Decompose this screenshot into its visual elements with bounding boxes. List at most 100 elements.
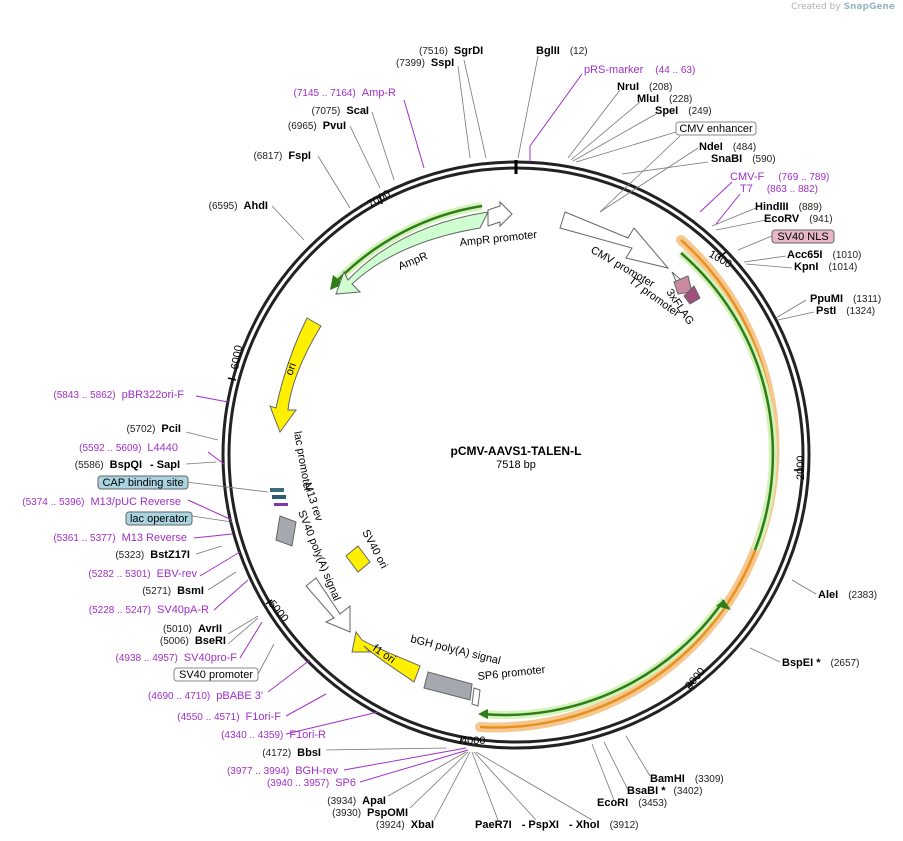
site-ecori[interactable]: EcoRI(3453) [597,797,667,809]
svg-text:EcoRI(3453): EcoRI(3453) [597,797,667,809]
site-bsmi[interactable]: (5271)BsmI [142,585,204,597]
svg-text:NruI(208): NruI(208) [617,81,672,93]
primer-ebv-rev[interactable]: (5282 .. 5301)EBV-rev [88,568,197,580]
primer-f1ori-f[interactable]: (4550 .. 4571)F1ori-F [177,711,281,723]
site-apai[interactable]: (3934)ApaI [327,795,386,807]
sv40-polya-box [275,515,297,547]
sv40-promoter-arrow [305,577,351,633]
snapgene-credit: Created by SnapGene [791,2,895,12]
site-alei[interactable]: AleI(2383) [818,589,877,601]
site-ecorv[interactable]: EcoRV(941) [764,213,833,225]
sp6-promoter-arrow [471,687,481,707]
primer-connectors [187,73,741,783]
site-pcii[interactable]: (5702)PciI [127,423,181,435]
site-bamhi[interactable]: BamHI(3309) [650,773,724,785]
svg-text:(5323)BstZ17I: (5323)BstZ17I [115,549,190,561]
label-sv40-promoter[interactable]: SV40 promoter [173,667,259,682]
site-bseri[interactable]: (5006)BseRI [160,635,226,647]
svg-text:HindIII(889): HindIII(889) [755,201,822,213]
site-ndei[interactable]: NdeI(484) [699,141,756,153]
primer-amp-r[interactable]: (7145 .. 7164)Amp-R [294,87,397,99]
site-pspomi[interactable]: (3930)PspOMI [332,807,408,819]
svg-text:lac operator: lac operator [130,513,188,525]
site-bspqi-sapi[interactable]: (5586)BspQI- SapI [75,459,180,471]
site-bstz17i[interactable]: (5323)BstZ17I [115,549,190,561]
svg-text:PaeR7I- PspXI- XhoI(3912): PaeR7I- PspXI- XhoI(3912) [475,819,638,831]
site-spei[interactable]: SpeI(249) [655,105,712,117]
svg-text:PstI(1324): PstI(1324) [816,305,875,317]
site-kpni[interactable]: KpnI(1014) [794,261,857,273]
plasmid-length: 7518 bp [496,459,536,471]
site-fspi[interactable]: (6817)FspI [253,150,311,162]
primer-t7[interactable]: T7(863 .. 882) [740,183,818,195]
cmv-promoter-arrow [559,211,670,269]
primer-cmv-f[interactable]: CMV-F(769 .. 789) [730,171,829,183]
site-sspi[interactable]: (7399)SspI [396,57,454,69]
primer-m13-puc-reverse[interactable]: (5374 .. 5396)M13/pUC Reverse [22,496,181,508]
f1-ori-arrow [351,630,421,683]
bgh-polya-box [423,671,473,701]
svg-text:(6595)AhdI: (6595)AhdI [209,200,268,212]
svg-text:(6817)FspI: (6817)FspI [253,150,311,162]
site-bbsi[interactable]: (4172)BbsI [262,747,321,759]
site-ahdi[interactable]: (6595)AhdI [209,200,268,212]
svg-text:SnaBI(590): SnaBI(590) [711,153,776,165]
label-cmv-enhancer[interactable]: CMV enhancer [675,121,757,136]
primer-pbr322ori-f[interactable]: (5843 .. 5862)pBR322ori-F [53,389,184,401]
talen-green-arc-a [680,252,775,551]
site-pvui[interactable]: (6965)PvuI [288,120,346,132]
svg-text:(4690 .. 4710)pBABE 3': (4690 .. 4710)pBABE 3' [148,690,263,702]
site-mlui[interactable]: MluI(228) [637,93,692,105]
primer-bgh-rev[interactable]: (3977 .. 3994)BGH-rev [227,765,339,777]
label-cap-binding-site[interactable]: CAP binding site [97,475,189,490]
svg-text:(5374 .. 5396)M13/pUC Reverse: (5374 .. 5396)M13/pUC Reverse [22,496,181,508]
svg-text:pRS-marker(44 .. 63): pRS-marker(44 .. 63) [584,64,695,76]
svg-text:(7075)ScaI: (7075)ScaI [311,105,369,117]
lac-operator-mark [272,495,286,499]
site-paer7i-pspxi-xhoi[interactable]: PaeR7I- PspXI- XhoI(3912) [475,819,638,831]
svg-text:SpeI(249): SpeI(249) [655,105,712,117]
ampr-green-arc [337,204,483,281]
label-lac-operator[interactable]: lac operator [125,511,193,526]
svg-text:BglII(12): BglII(12) [536,45,588,57]
primer-prs-marker[interactable]: pRS-marker(44 .. 63) [584,64,695,76]
site-snabi[interactable]: SnaBI(590) [711,153,776,165]
svg-text:(7516)SgrDI: (7516)SgrDI [419,45,483,57]
svg-text:(4340 .. 4359)F1ori-R: (4340 .. 4359)F1ori-R [221,729,326,741]
site-psti[interactable]: PstI(1324) [816,305,875,317]
sv40-ori-box [345,545,371,573]
svg-text:(4550 .. 4571)F1ori-F: (4550 .. 4571)F1ori-F [177,711,281,723]
svg-text:MluI(228): MluI(228) [637,93,692,105]
svg-text:EcoRV(941): EcoRV(941) [764,213,833,225]
primer-l4440[interactable]: (5592 .. 5609)L4440 [79,442,178,454]
site-bsabi[interactable]: BsaBI *(3402) [627,785,702,797]
m13-mark [274,503,288,506]
primer-sv40pro-f[interactable]: (4938 .. 4957)SV40pro-F [116,652,238,664]
svg-text:PpuMI(1311): PpuMI(1311) [810,293,881,305]
site-bspei[interactable]: BspEI *(2657) [782,657,859,669]
site-sgrdi[interactable]: (7516)SgrDI [419,45,483,57]
svg-text:(3934)ApaI: (3934)ApaI [327,795,386,807]
site-xbai[interactable]: (3924)XbaI [376,819,434,831]
site-ppumi[interactable]: PpuMI(1311) [810,293,881,305]
svg-text:(4938 .. 4957)SV40pro-F: (4938 .. 4957)SV40pro-F [116,652,238,664]
label-sv40-nls[interactable]: SV40 NLS [771,229,835,244]
tick-label-7000: 7000 [366,188,393,211]
site-bglii[interactable]: BglII(12) [536,45,588,57]
svg-text:(4172)BbsI: (4172)BbsI [262,747,321,759]
site-scai[interactable]: (7075)ScaI [311,105,369,117]
site-avrii[interactable]: (5010)AvrII [163,623,222,635]
primer-sp6[interactable]: (3940 .. 3957)SP6 [267,777,356,789]
label-sp6-promoter: SP6 promoter [477,664,546,683]
primer-pbabe-3[interactable]: (4690 .. 4710)pBABE 3' [148,690,263,702]
site-hindiii[interactable]: HindIII(889) [755,201,822,213]
talen-green-start [478,709,488,719]
site-nrui[interactable]: NruI(208) [617,81,672,93]
svg-text:SV40 NLS: SV40 NLS [777,231,828,243]
primer-m13-reverse[interactable]: (5361 .. 5377)M13 Reverse [53,532,187,544]
primer-sv40pa-r[interactable]: (5228 .. 5247)SV40pA-R [89,604,209,616]
site-acc65i[interactable]: Acc65I(1010) [787,249,861,261]
svg-text:CMV-F(769 .. 789): CMV-F(769 .. 789) [730,171,829,183]
primer-f1ori-r[interactable]: (4340 .. 4359)F1ori-R [221,729,326,741]
